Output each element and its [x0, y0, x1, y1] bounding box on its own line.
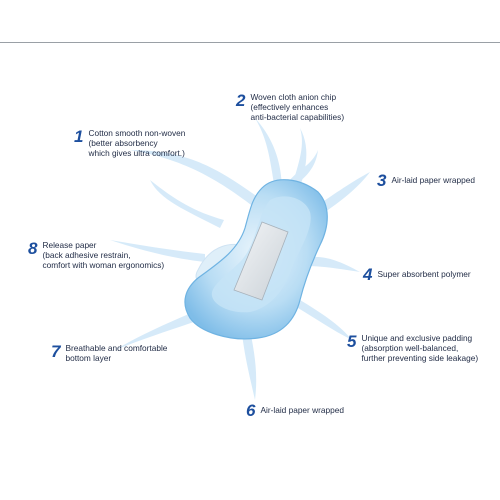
callout-line: Air-laid paper wrapped — [260, 405, 344, 415]
callout-line: (better absorbency — [88, 138, 158, 148]
callout-text: Super absorbent polymer — [377, 266, 470, 279]
callout-2: 2 Woven cloth anion chip (effectively en… — [236, 92, 344, 122]
callout-line: Breathable and comfortable — [65, 343, 168, 353]
callout-text: Breathable and comfortable bottom layer — [65, 343, 167, 363]
callout-number: 8 — [28, 239, 38, 258]
callout-5: 5 Unique and exclusive padding (absorpti… — [347, 333, 478, 363]
callout-8: 8 Release paper (back adhesive restrain,… — [28, 240, 164, 270]
callout-line: Release paper — [42, 240, 97, 250]
callout-line: (back adhesive restrain, — [42, 250, 131, 260]
callout-text: Woven cloth anion chip (effectively enha… — [250, 92, 344, 122]
callout-number: 7 — [51, 342, 61, 361]
callout-number: 2 — [236, 91, 246, 110]
top-divider — [0, 42, 500, 43]
callout-4: 4 Super absorbent polymer — [363, 266, 471, 283]
callout-number: 3 — [377, 171, 387, 190]
callout-number: 4 — [363, 265, 373, 284]
callout-number: 6 — [246, 401, 256, 420]
callout-line: (absorption well-balanced, — [361, 343, 459, 353]
callout-line: Unique and exclusive padding — [361, 333, 473, 343]
callout-text: Air-laid paper wrapped — [260, 402, 343, 415]
callout-6: 6 Air-laid paper wrapped — [246, 402, 344, 419]
callout-number: 5 — [347, 332, 357, 351]
callout-text: Cotton smooth non-woven (better absorben… — [88, 128, 185, 158]
callout-line: (effectively enhances — [250, 102, 329, 112]
swoosh-lines — [110, 118, 370, 400]
callout-line: further preventing side leakage) — [361, 353, 479, 363]
callout-line: Cotton smooth non-woven — [88, 128, 186, 138]
callout-line: bottom layer — [65, 353, 112, 363]
callout-line: Woven cloth anion chip — [250, 92, 337, 102]
callout-line: which gives ultra comfort.) — [88, 148, 185, 158]
callout-line: comfort with woman ergonomics) — [42, 260, 165, 270]
callout-7: 7 Breathable and comfortable bottom laye… — [51, 343, 167, 363]
callout-line: anti-bacterial capabilities) — [250, 112, 345, 122]
callout-line: Super absorbent polymer — [377, 269, 471, 279]
callout-3: 3 Air-laid paper wrapped — [377, 172, 475, 189]
callout-1: 1 Cotton smooth non-woven (better absorb… — [74, 128, 185, 158]
callout-number: 1 — [74, 127, 84, 146]
callout-text: Release paper (back adhesive restrain, c… — [42, 240, 164, 270]
callout-line: Air-laid paper wrapped — [391, 175, 475, 185]
callout-text: Air-laid paper wrapped — [391, 172, 474, 185]
callout-text: Unique and exclusive padding (absorption… — [361, 333, 478, 363]
absorbent-core — [233, 221, 289, 301]
